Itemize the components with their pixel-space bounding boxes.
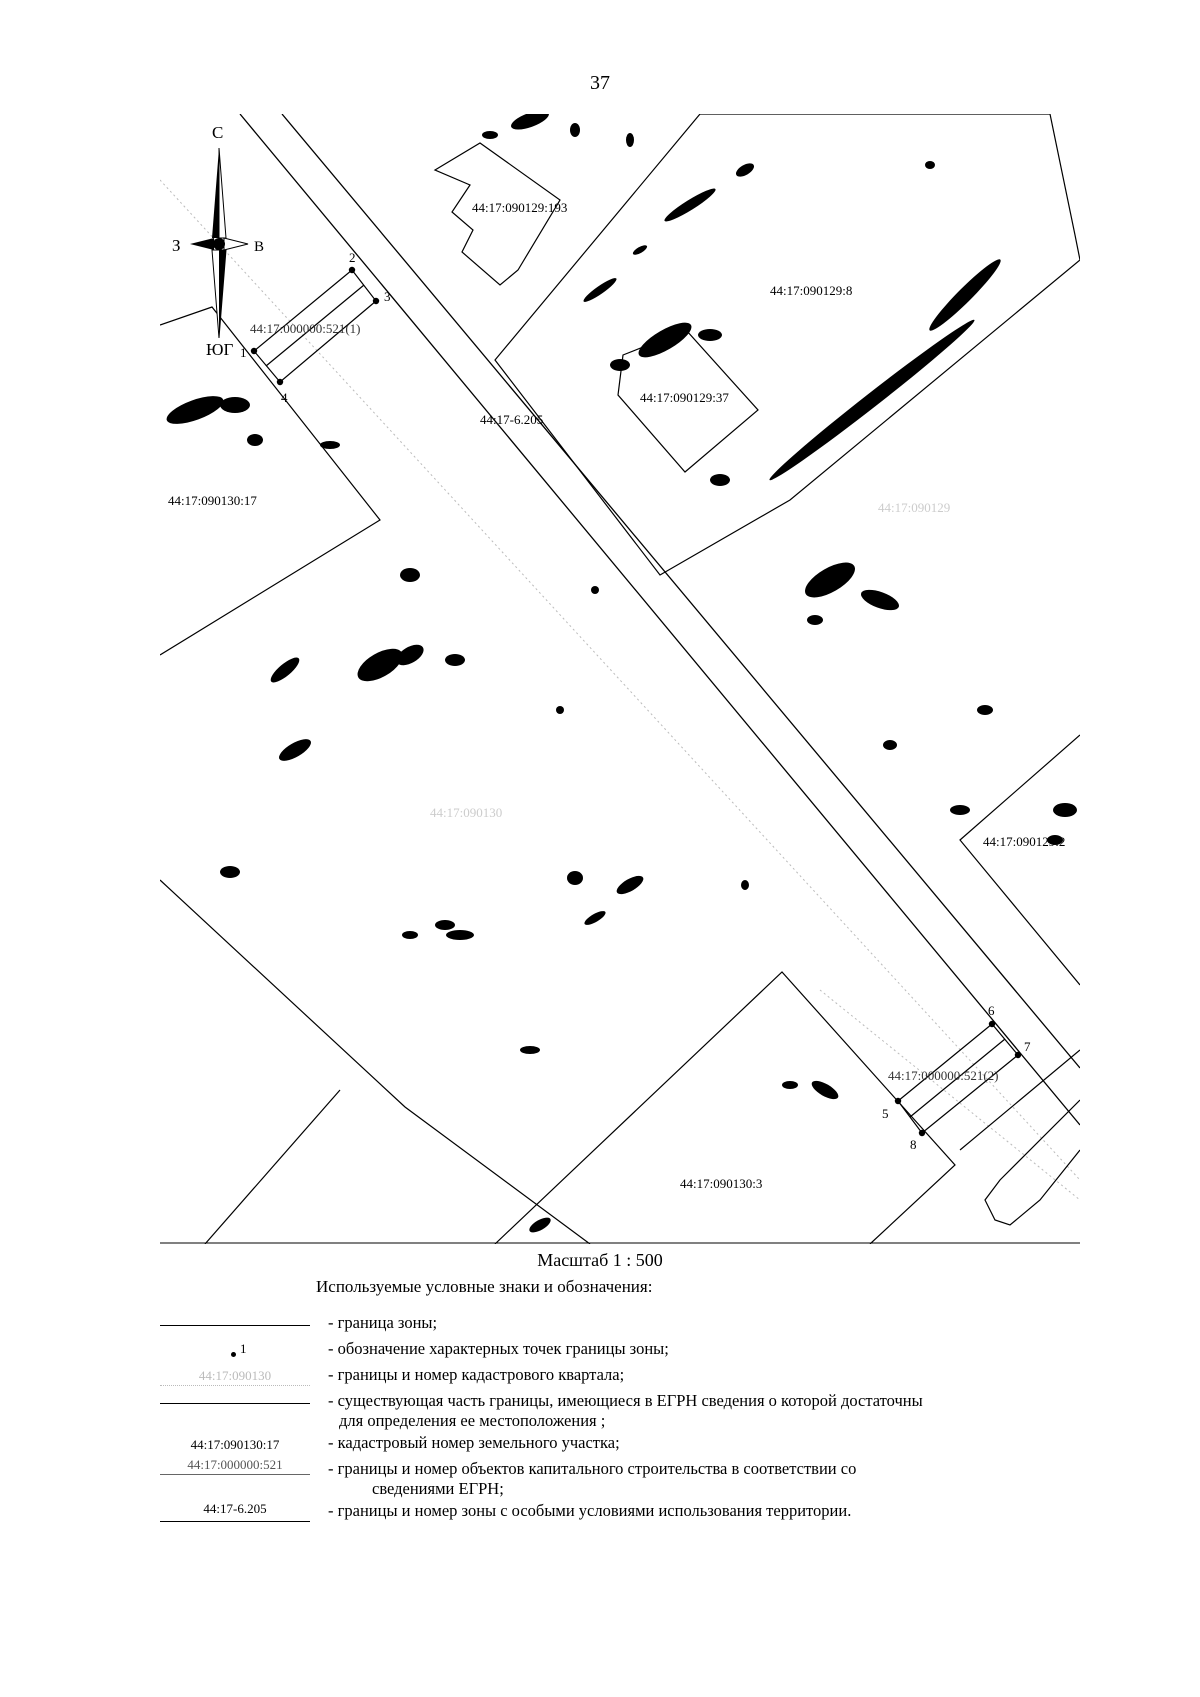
- compass-west-label: З: [172, 236, 181, 255]
- legend-symbol-existing: [160, 1391, 310, 1415]
- legend-symbol-object: 44:17:000000:521: [160, 1457, 310, 1483]
- legend-symbol-quarter: 44:17:090130: [160, 1365, 310, 1389]
- point-label-2: 2: [349, 250, 356, 265]
- legend-row-zone-border: - граница зоны;: [160, 1313, 1060, 1337]
- compass-north-label: С: [212, 123, 223, 142]
- point-label-1: 1: [240, 345, 247, 360]
- legend-desc-object: - границы и номер объектов капитального …: [328, 1459, 857, 1498]
- point-label-4: 4: [281, 390, 288, 405]
- label-quarter-faint-1: 44:17:090129: [878, 500, 950, 515]
- map-scale: Масштаб 1 : 500: [537, 1250, 663, 1270]
- label-object-521-2: 44:17:000000:521(2): [888, 1068, 999, 1083]
- compass-south-label: ЮГ: [206, 340, 233, 359]
- label-parcel-190129-193: 44:17:090129:193: [472, 200, 567, 215]
- parcel-190129-2-boundary: [959, 734, 1080, 986]
- road-zone-boundary: [239, 114, 1080, 1126]
- right-bottom-parcel-boundary: [984, 1099, 1080, 1226]
- point-label-8: 8: [910, 1137, 917, 1152]
- legend-row-quarter: 44:17:090130 - границы и номер кадастров…: [160, 1365, 1060, 1389]
- cadastral-map: 1 2 3 4 5 6 7 8: [160, 114, 1080, 1244]
- legend-desc-quarter: - границы и номер кадастрового квартала;: [328, 1365, 625, 1384]
- label-zone: 44:17-6.205: [480, 412, 543, 427]
- legend-symbol-zone-border: [160, 1313, 310, 1337]
- label-parcel-190130-17: 44:17:090130:17: [168, 493, 257, 508]
- parcel-190129-8-boundary: [494, 114, 1080, 576]
- label-parcel-190129-2: 44:17:090129:2: [983, 834, 1065, 849]
- point-label-6: 6: [988, 1003, 995, 1018]
- legend-title: Используемые условные знаки и обозначени…: [316, 1277, 653, 1296]
- legend-row-existing: - существующая часть границы, имеющиеся …: [160, 1391, 1060, 1431]
- quarter-boundary-lines: [160, 179, 1080, 1201]
- point-label-7: 7: [1024, 1039, 1031, 1054]
- label-parcel-190129-8: 44:17:090129:8: [770, 283, 852, 298]
- point-label-5: 5: [882, 1106, 889, 1121]
- characteristic-points: [250, 266, 1022, 1137]
- legend-row-object: 44:17:000000:521 - границы и номер объек…: [160, 1457, 1060, 1499]
- legend-desc-parcel: - кадастровый номер земельного участка;: [328, 1433, 620, 1452]
- compass-east-label: В: [254, 239, 264, 255]
- label-parcel-190130-3: 44:17:090130:3: [680, 1176, 762, 1191]
- compass-rose: С З В ЮГ: [172, 123, 264, 359]
- compass-west-arrow: [190, 238, 214, 250]
- vegetation: [166, 114, 1077, 1233]
- legend-symbol-zone: 44:17-6.205: [160, 1501, 310, 1525]
- legend-row-point: 1 - обозначение характерных точек границ…: [160, 1339, 1060, 1363]
- label-parcel-190129-37: 44:17:090129:37: [640, 390, 729, 405]
- page-number: 37: [590, 72, 610, 94]
- legend-desc-zone: - границы и номер зоны с особыми условия…: [328, 1501, 852, 1520]
- legend-symbol-point: 1: [160, 1339, 310, 1363]
- legend-desc-point: - обозначение характерных точек границы …: [328, 1339, 669, 1358]
- label-quarter-faint-2: 44:17:090130: [430, 805, 502, 820]
- parcel-190130-17-boundary: [160, 306, 381, 656]
- parcel-190130-3-boundary: [494, 971, 956, 1244]
- legend-desc-zone-border: - граница зоны;: [328, 1313, 438, 1332]
- legend: - граница зоны; 1 - обозначение характер…: [160, 1313, 1060, 1527]
- compass-east-arrow: [223, 237, 249, 251]
- legend-row-parcel: 44:17:090130:17 - кадастровый номер земе…: [160, 1433, 1060, 1457]
- right-bottom-line: [959, 1049, 1080, 1151]
- point-label-3: 3: [384, 289, 391, 304]
- lower-parcel-lines: [160, 879, 591, 1244]
- legend-row-zone: 44:17-6.205 - границы и номер зоны с осо…: [160, 1501, 1060, 1525]
- label-object-521-1: 44:17:000000:521(1): [250, 321, 361, 336]
- parcel-190129-193-boundary: [433, 142, 561, 286]
- legend-symbol-parcel: 44:17:090130:17: [190, 1437, 280, 1452]
- legend-desc-existing: - существующая часть границы, имеющиеся …: [328, 1391, 923, 1430]
